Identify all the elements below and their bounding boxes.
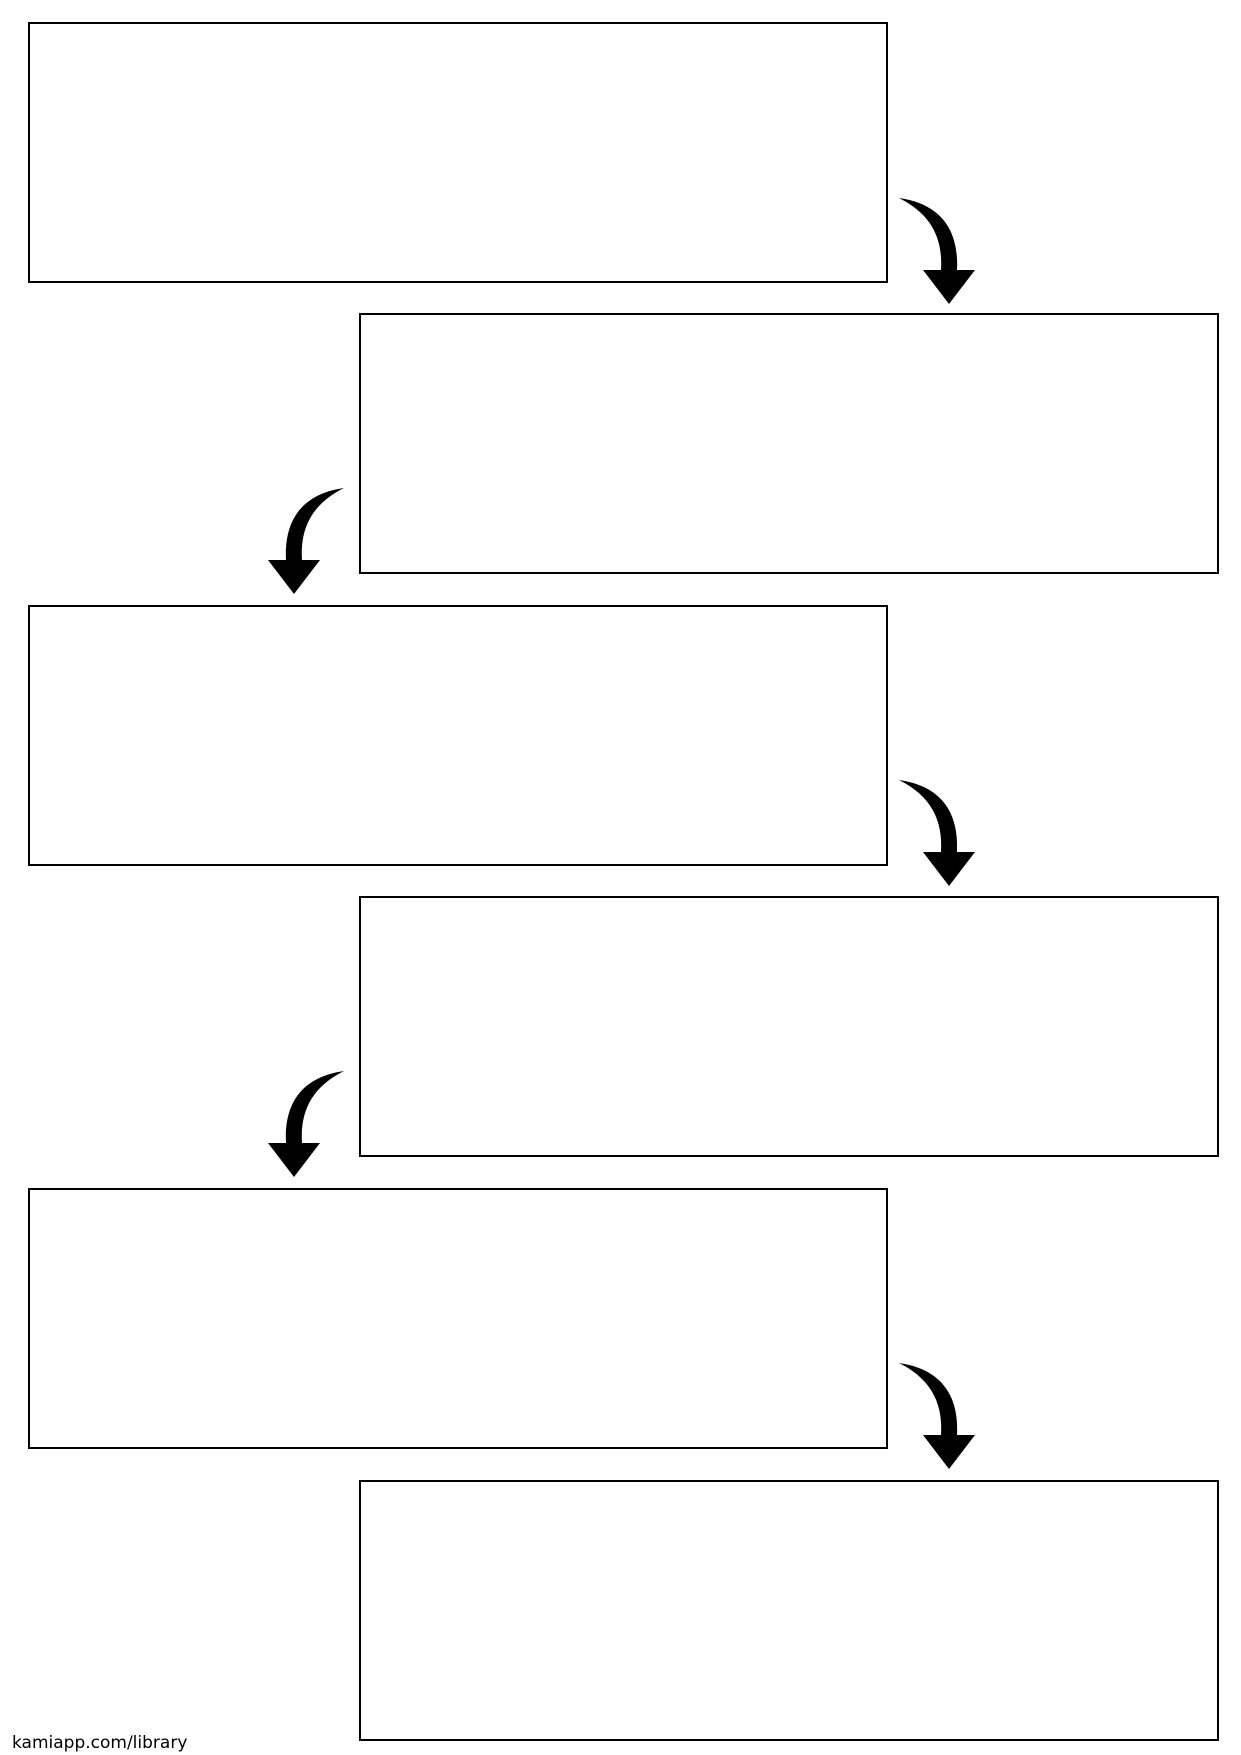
flow-box-3[interactable] xyxy=(28,605,888,866)
curved-arrow-down-icon xyxy=(893,1361,989,1471)
source-url-footer: kamiapp.com/library xyxy=(12,1733,188,1753)
curved-arrow-down-icon xyxy=(893,778,989,888)
flow-box-6[interactable] xyxy=(359,1480,1219,1741)
curved-arrow-down-icon xyxy=(254,1069,350,1179)
curved-arrow-down-icon xyxy=(893,196,989,306)
flow-box-4[interactable] xyxy=(359,896,1219,1157)
flow-box-5[interactable] xyxy=(28,1188,888,1449)
flow-box-1[interactable] xyxy=(28,22,888,283)
flow-box-2[interactable] xyxy=(359,313,1219,574)
curved-arrow-down-icon xyxy=(254,486,350,596)
